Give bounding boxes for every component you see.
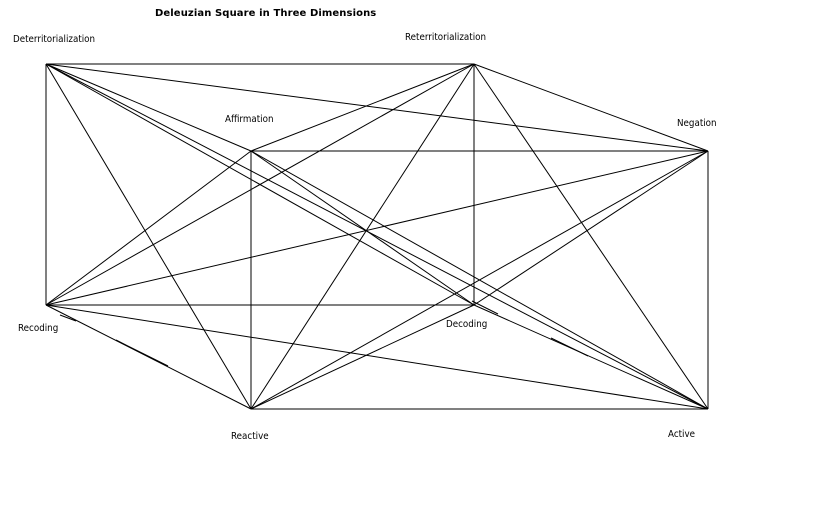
edge-negation-recoding [45, 150, 709, 306]
node-label-negation: Negation [677, 118, 717, 129]
node-label-recoding: Recoding [18, 323, 59, 334]
edge-recoding-reactive [45, 304, 252, 410]
edge-reterritorialization-negation [473, 63, 709, 152]
edge-affirmation-decoding [250, 150, 475, 306]
node-label-reactive: Reactive [231, 431, 269, 442]
node-label-decoding: Decoding [446, 319, 488, 330]
edge-reterritorialization-reactive [250, 63, 475, 410]
edge-reterritorialization-recoding [45, 63, 475, 306]
node-label-active: Active [668, 429, 696, 440]
node-label-reterritorialization: Reterritorialization [405, 32, 487, 43]
edge-deterritorialization-affirmation [45, 63, 252, 152]
edge-affirmation-recoding [45, 150, 252, 306]
stray-stroke-1 [59, 314, 77, 322]
diagram-title: Deleuzian Square in Three Dimensions [155, 8, 377, 19]
node-label-deterritorialization: Deterritorialization [13, 34, 96, 45]
edge-negation-reactive [250, 150, 709, 410]
edge-decoding-reactive [250, 304, 475, 410]
edge-reterritorialization-affirmation [250, 63, 475, 152]
edge-negation-decoding [473, 150, 709, 306]
edge-decoding-active [473, 304, 709, 410]
stray-stroke-3 [471, 300, 499, 315]
edge-deterritorialization-negation [45, 63, 709, 152]
stray-stroke-2 [115, 339, 169, 367]
edge-deterritorialization-reactive [45, 63, 252, 410]
edge-deterritorialization-active [45, 63, 709, 410]
stray-stroke-4 [550, 337, 589, 357]
edge-recoding-active [45, 304, 709, 410]
edge-reterritorialization-active [473, 63, 709, 410]
node-label-affirmation: Affirmation [225, 114, 274, 125]
